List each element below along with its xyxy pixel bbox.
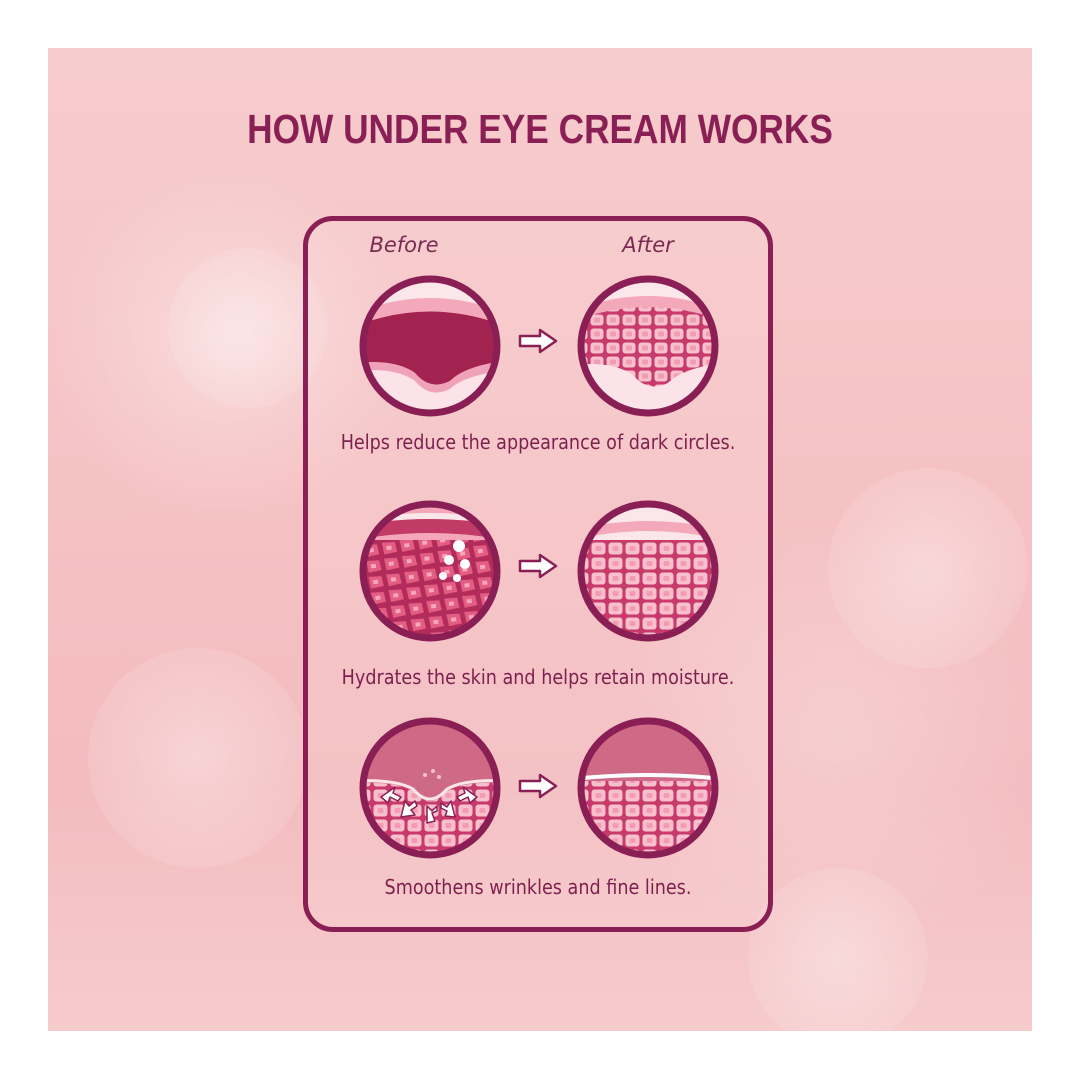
page-title: HOW UNDER EYE CREAM WORKS — [247, 106, 833, 152]
before-label: Before — [369, 233, 439, 257]
step-1-caption: Helps reduce the appearance of dark circ… — [340, 430, 736, 454]
infographic-canvas: HOW UNDER EYE CREAM WORKS Before After — [48, 48, 1032, 1031]
right-arrow-icon — [518, 553, 558, 579]
bokeh-light — [748, 868, 928, 1031]
before-wrinkles-illustration — [359, 717, 501, 859]
bokeh-light — [168, 248, 328, 408]
after-wrinkles-illustration — [577, 717, 719, 859]
step-3-caption: Smoothens wrinkles and fine lines. — [384, 875, 692, 899]
after-hydration-illustration — [577, 500, 719, 642]
bokeh-light — [88, 648, 308, 868]
right-arrow-icon — [518, 328, 558, 354]
before-dark-circles-illustration — [359, 275, 501, 417]
right-arrow-icon — [518, 773, 558, 799]
step-2-caption: Hydrates the skin and helps retain moist… — [341, 665, 735, 689]
after-dark-circles-illustration — [577, 275, 719, 417]
before-hydration-illustration — [359, 500, 501, 642]
bokeh-light — [828, 468, 1028, 668]
after-label: After — [622, 233, 674, 257]
